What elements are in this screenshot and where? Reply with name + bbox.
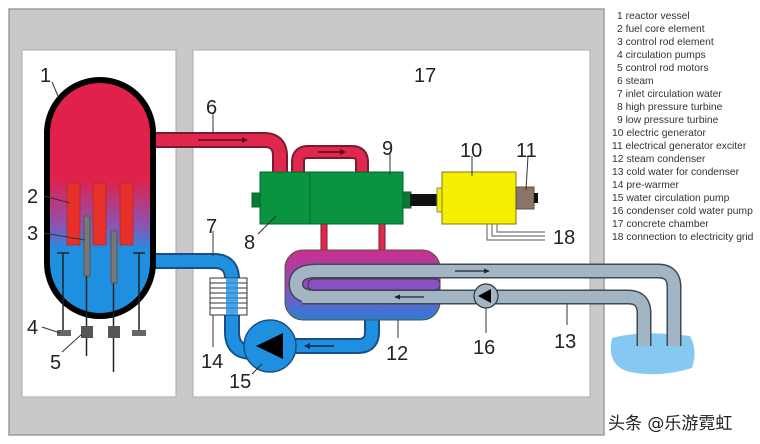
legend-item: 14 pre-warmer (612, 180, 680, 191)
label-5: 5 (50, 352, 61, 374)
control-rod-element (110, 230, 118, 284)
electric-generator (441, 171, 517, 225)
cooling-water-source (610, 333, 695, 375)
legend-item: 8 high pressure turbine (617, 102, 723, 113)
legend-item: 12 steam condenser (612, 154, 706, 165)
label-18: 18 (553, 227, 575, 249)
steam-pipe (150, 132, 386, 255)
legend-item: 6 steam (617, 76, 654, 87)
generator-exciter (515, 186, 535, 210)
legend: 1 reactor vessel 2 fuel core element 3 c… (612, 11, 754, 243)
fuel-core-element (66, 182, 81, 246)
legend-item: 3 control rod element (617, 37, 714, 48)
grid-connection (486, 224, 545, 241)
shaft (410, 194, 442, 206)
control-rod-motor (81, 326, 93, 338)
label-4: 4 (27, 317, 38, 339)
watermark: 头条 @乐游霓虹 (608, 414, 732, 434)
circulation-pump (57, 330, 71, 336)
turbine (251, 171, 442, 225)
label-13: 13 (554, 331, 576, 353)
legend-item: 7 inlet circulation water (617, 89, 722, 100)
legend-item: 15 water circulation pump (612, 193, 730, 204)
label-3: 3 (27, 223, 38, 245)
control-rod-element (83, 215, 91, 277)
label-6: 6 (206, 97, 217, 119)
high-pressure-turbine (259, 171, 311, 225)
label-7: 7 (206, 216, 217, 238)
label-12: 12 (386, 343, 408, 365)
fuel-core-element (119, 182, 134, 246)
legend-item: 4 circulation pumps (617, 50, 706, 61)
label-16: 16 (473, 337, 495, 359)
label-15: 15 (229, 371, 251, 393)
label-14: 14 (201, 351, 223, 373)
legend-item: 10 electric generator (612, 128, 706, 139)
legend-item: 1 reactor vessel (617, 11, 690, 22)
pre-warmer (209, 277, 248, 316)
water-circulation-pump (243, 319, 297, 373)
low-pressure-turbine (309, 171, 404, 225)
label-9: 9 (382, 138, 393, 160)
label-17: 17 (414, 65, 436, 87)
legend-item: 9 low pressure turbine (617, 115, 719, 126)
circulation-pump (132, 330, 146, 336)
condenser-cold-water-pump (473, 283, 499, 309)
control-rod-motor (108, 326, 120, 338)
legend-item: 18 connection to electricity grid (612, 232, 754, 243)
fuel-core-element (92, 182, 107, 246)
label-10: 10 (460, 140, 482, 162)
label-11: 11 (516, 140, 537, 162)
legend-item: 13 cold water for condenser (612, 167, 740, 178)
label-2: 2 (27, 186, 38, 208)
generator (436, 171, 545, 241)
reactor-vessel (44, 77, 156, 372)
legend-item: 5 control rod motors (617, 63, 709, 74)
leader-lines (41, 81, 568, 375)
legend-item: 17 concrete chamber (612, 219, 709, 230)
label-8: 8 (244, 232, 255, 254)
label-1: 1 (40, 65, 51, 87)
legend-item: 11 electrical generator exciter (612, 141, 747, 152)
cold-water-pipe (288, 263, 682, 346)
legend-item: 2 fuel core element (617, 24, 705, 35)
legend-item: 16 condenser cold water pump (612, 206, 753, 217)
